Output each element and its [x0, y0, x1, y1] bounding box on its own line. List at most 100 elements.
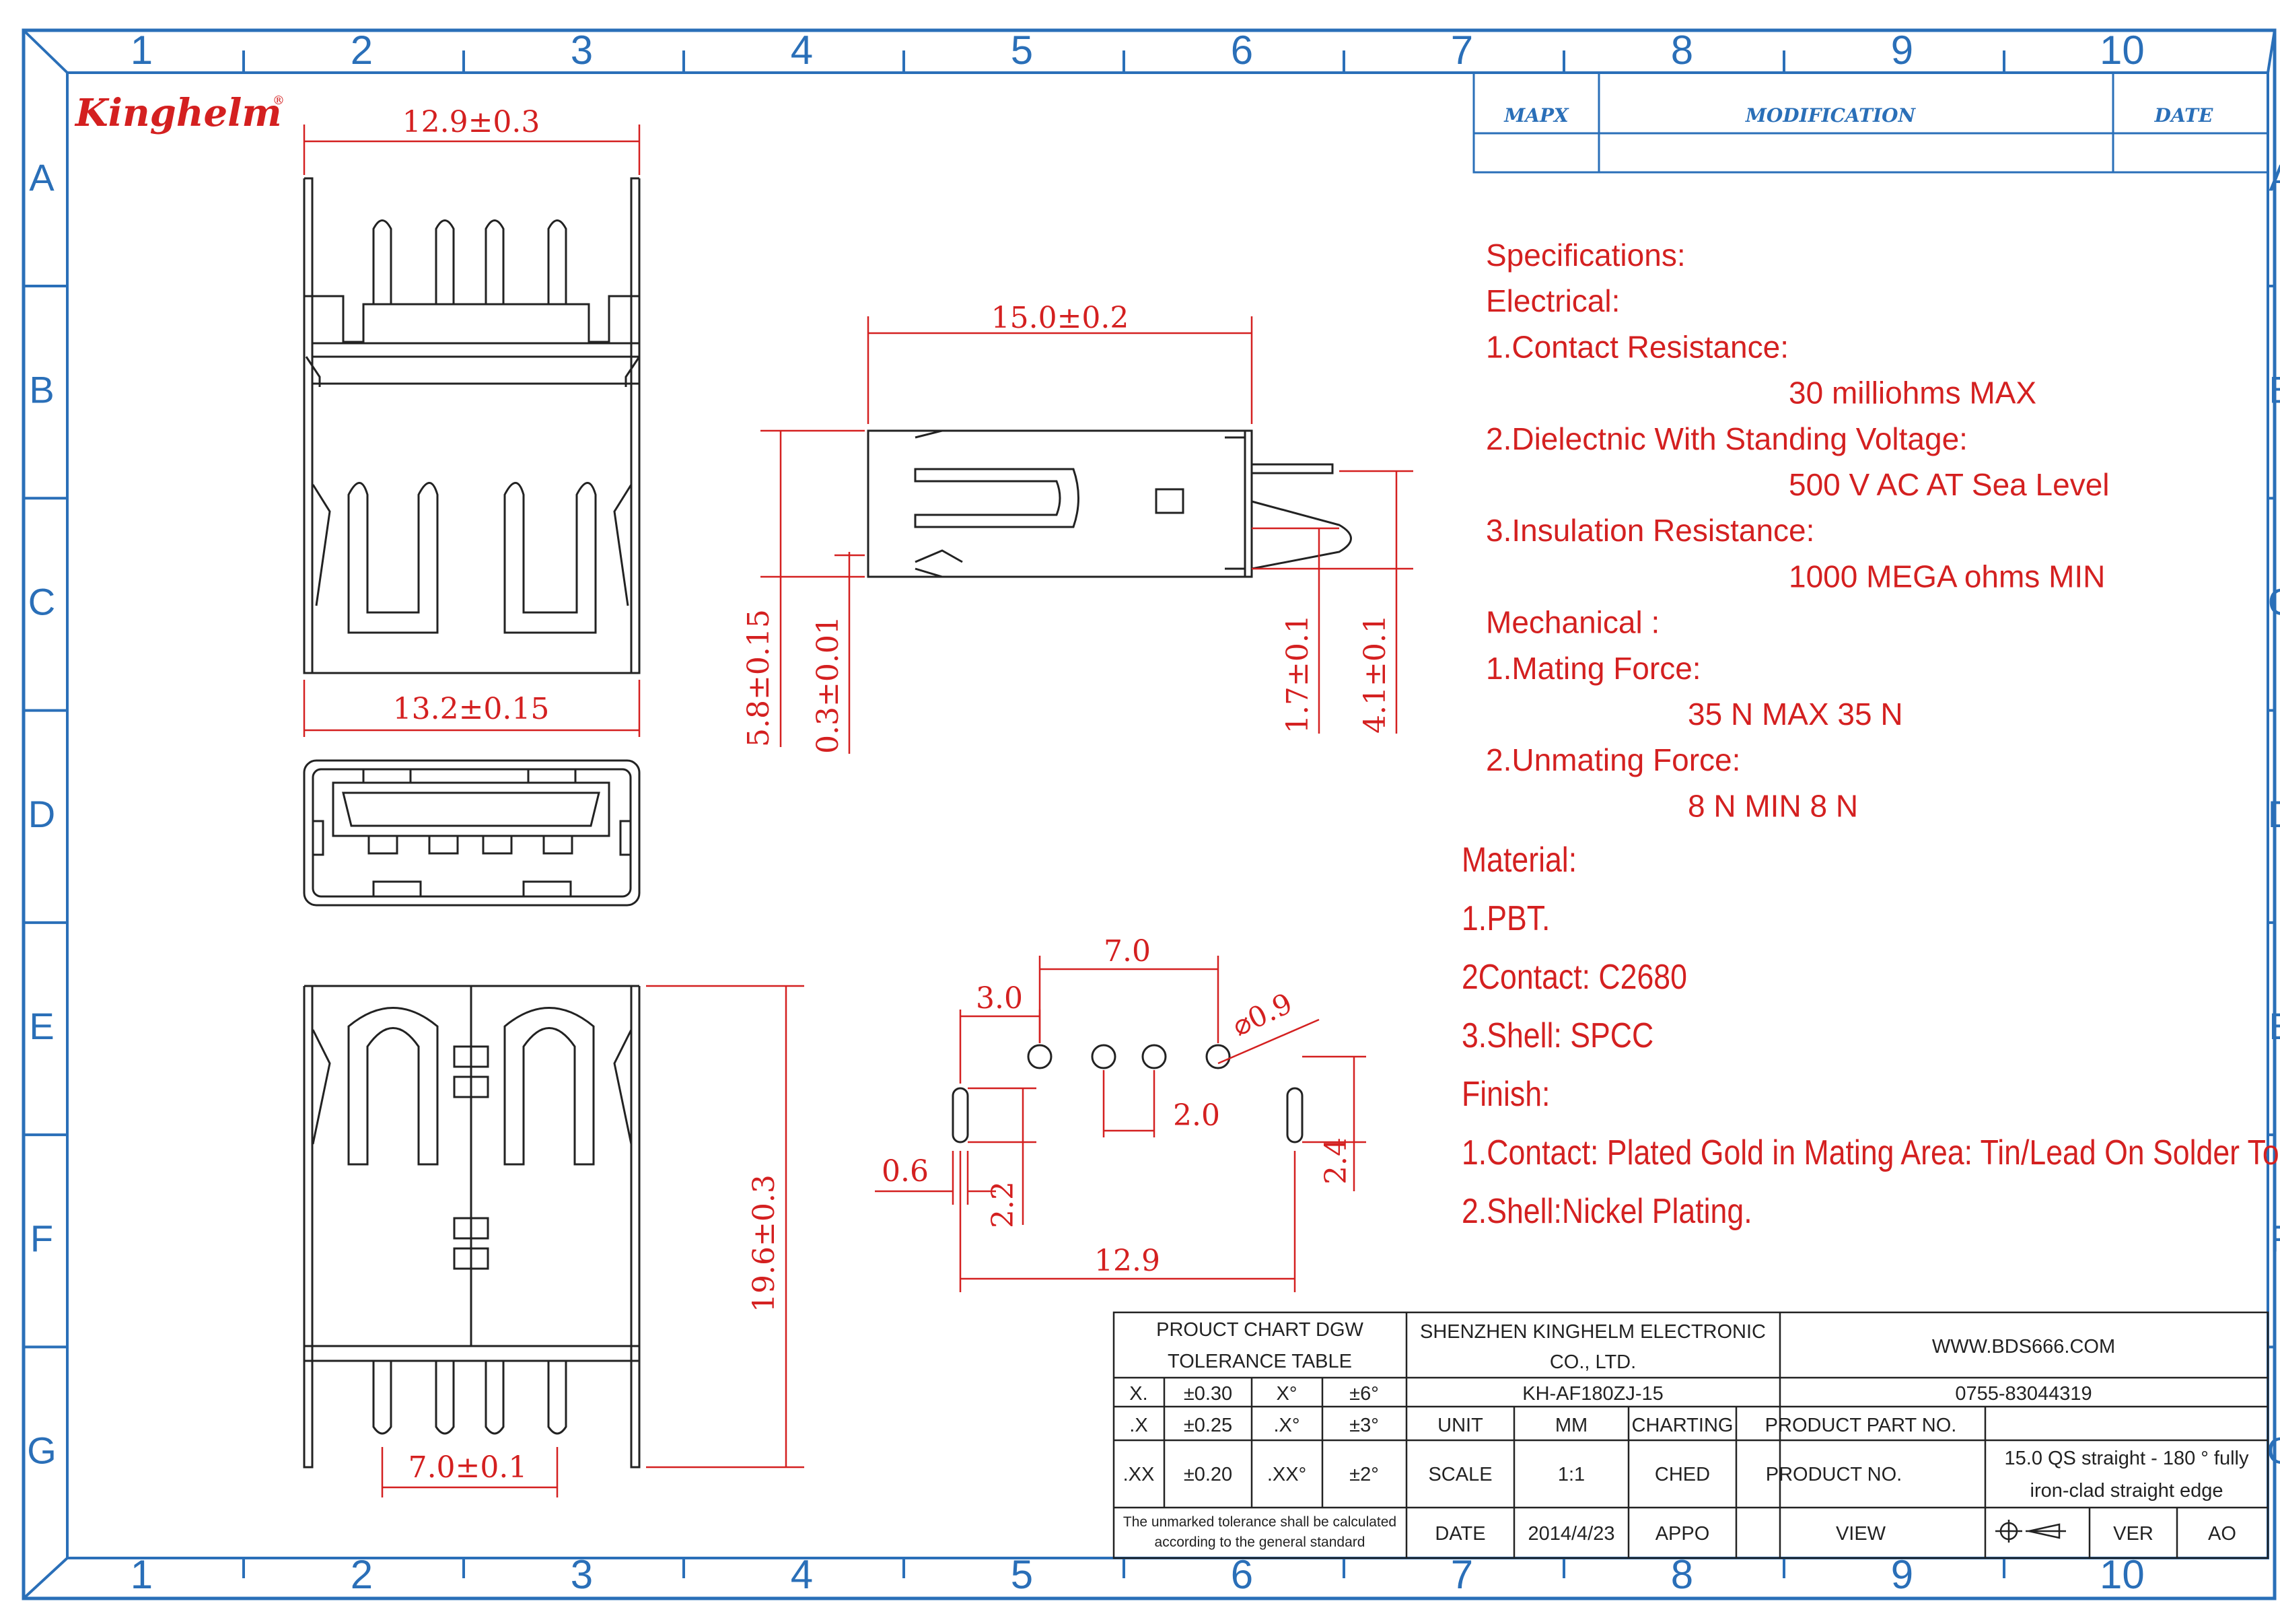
tb-company-line2: CO., LTD. — [1550, 1351, 1636, 1373]
sheet-border — [22, 28, 2277, 1600]
border-col-top-7: 7 — [1451, 28, 1473, 73]
spec-line: Electrical: — [1486, 283, 1620, 318]
dim-fp-70: 7.0 — [1104, 934, 1151, 968]
spec-line: Specifications: — [1486, 238, 1686, 273]
tb-appo: APPO — [1655, 1523, 1710, 1545]
tb-website: WWW.BDS666.COM — [1932, 1336, 2115, 1357]
tb-ver-label: VER — [2113, 1523, 2153, 1545]
border-row-left-D: D — [28, 793, 55, 835]
spec-line: 1000 MEGA ohms MIN — [1789, 559, 2105, 594]
tb-tol-dxxdeg-val: ±2° — [1349, 1464, 1379, 1485]
bottom-view-drawing — [303, 985, 641, 1469]
border-col-bottom-8: 8 — [1671, 1552, 1693, 1597]
border-row-right-C: C — [2268, 581, 2280, 623]
specifications-block: Specifications: Electrical: 1.Contact Resi… — [1486, 238, 2110, 823]
registered-mark: ® — [273, 94, 285, 108]
dim-fp-20: 2.0 — [1173, 1098, 1220, 1133]
kinghelm-logo: Kinghelm — [74, 91, 282, 135]
border-col-bottom-2: 2 — [351, 1552, 373, 1597]
tb-unit-value: MM — [1555, 1415, 1588, 1436]
spec-line: 2.Dielectnic With Standing Voltage: — [1486, 421, 1968, 456]
title-block: PROUCT CHART DGW TOLERANCE TABLE X. ±0.3… — [1112, 1311, 2269, 1559]
border-row-right-D: D — [2268, 793, 2280, 835]
dim-pin-41: 4.1±0.1 — [1358, 614, 1392, 734]
dim-fp-22: 2.2 — [986, 1181, 1020, 1228]
border-row-right-F: F — [2270, 1217, 2280, 1259]
dim-fp-129: 12.9 — [1094, 1244, 1160, 1278]
border-col-bottom-3: 3 — [571, 1552, 593, 1597]
border-col-top-8: 8 — [1671, 28, 1693, 73]
tb-tol-x-val: ±0.30 — [1184, 1383, 1232, 1405]
border-col-bottom-10: 10 — [2100, 1552, 2145, 1597]
border-col-top-9: 9 — [1891, 28, 1913, 73]
tb-tol-dxdeg: .X° — [1274, 1415, 1300, 1436]
tb-scale-value: 1:1 — [1558, 1464, 1585, 1485]
spec-line: 2.Unmating Force: — [1486, 742, 1740, 777]
border-row-left-G: G — [27, 1429, 57, 1472]
spec-line: 1.Contact Resistance: — [1486, 329, 1789, 364]
spec-line: 3.Insulation Resistance: — [1486, 513, 1814, 548]
border-row-left-F: F — [30, 1217, 53, 1259]
material-line: 3.Shell: SPCC — [1462, 1016, 1653, 1055]
revision-table: MAPX MODIFICATION DATE — [1472, 71, 2269, 174]
border-row-right-G: G — [2267, 1429, 2280, 1472]
tb-tolerance-table: TOLERANCE TABLE — [1168, 1351, 1352, 1372]
pcb-footprint-drawing — [952, 1044, 1304, 1143]
border-col-top-5: 5 — [1011, 28, 1033, 73]
tb-phone: 0755-83044319 — [1955, 1383, 2092, 1405]
border-col-bottom-9: 9 — [1891, 1552, 1913, 1597]
side-view-dimension-lines — [760, 316, 1413, 754]
bottom-view-dimension-lines — [381, 985, 804, 1497]
border-col-bottom-5: 5 — [1011, 1552, 1033, 1597]
border-row-left-B: B — [29, 368, 54, 411]
tb-tol-dx-val: ±0.25 — [1184, 1415, 1232, 1436]
tb-tol-xdeg: X° — [1277, 1383, 1297, 1405]
rev-header-mapx: MAPX — [1503, 104, 1569, 127]
border-col-top-4: 4 — [791, 28, 813, 73]
border-col-top-2: 2 — [351, 28, 373, 73]
dim-pin-17: 1.7±0.1 — [1281, 614, 1315, 734]
rev-header-date: DATE — [2154, 104, 2213, 127]
border-col-bottom-6: 6 — [1231, 1552, 1253, 1597]
dim-bottom-pitch: 7.0±0.1 — [408, 1450, 528, 1485]
tb-tol-dxx: .XX — [1123, 1464, 1155, 1485]
third-angle-projection-icon — [1995, 1520, 2066, 1543]
tb-part-no-label: PRODUCT PART NO. — [1765, 1415, 1957, 1436]
tb-company-line1: SHENZHEN KINGHELM ELECTRONIC — [1420, 1321, 1766, 1343]
border-col-top-1: 1 — [131, 28, 153, 73]
tb-view-label: VIEW — [1836, 1523, 1886, 1545]
tb-product-desc-line1: 15.0 QS straight - 180 ° fully — [2005, 1448, 2249, 1469]
spec-line: Mechanical : — [1486, 605, 1660, 640]
dim-side-length: 15.0±0.2 — [991, 301, 1129, 335]
material-line: 2.Shell:Nickel Plating. — [1462, 1192, 1752, 1231]
tb-note-line1: The unmarked tolerance shall be calculat… — [1123, 1514, 1396, 1530]
border-col-top-6: 6 — [1231, 28, 1253, 73]
tb-product-chart: PROUCT CHART DGW — [1156, 1319, 1363, 1341]
tb-date-label: DATE — [1435, 1523, 1485, 1545]
footprint-dimension-lines — [875, 956, 1366, 1292]
border-col-bottom-7: 7 — [1451, 1552, 1473, 1597]
spec-line: 8 N MIN 8 N — [1688, 788, 1858, 823]
rev-header-modification: MODIFICATION — [1745, 104, 1917, 127]
tb-scale-label: SCALE — [1428, 1464, 1492, 1485]
dim-fp-30: 3.0 — [976, 981, 1023, 1016]
tb-tol-xdeg-val: ±6° — [1349, 1383, 1379, 1405]
tb-tol-dx: .X — [1129, 1415, 1147, 1436]
tb-tol-dxxdeg: .XX° — [1267, 1464, 1306, 1485]
border-row-right-B: B — [2269, 368, 2280, 411]
border-row-right-E: E — [2269, 1005, 2280, 1047]
tb-tol-x: X. — [1129, 1383, 1147, 1405]
border-row-left-E: E — [29, 1005, 54, 1047]
border-col-top-3: 3 — [571, 28, 593, 73]
border-col-bottom-1: 1 — [131, 1552, 153, 1597]
tb-ver-value: AO — [2208, 1523, 2236, 1545]
spec-line: 30 milliohms MAX — [1789, 376, 2036, 411]
tb-model: KH-AF180ZJ-15 — [1522, 1383, 1664, 1405]
tb-unit-label: UNIT — [1437, 1415, 1483, 1436]
tb-product-desc-line2: iron-clad straight edge — [2030, 1480, 2223, 1502]
material-line: 1.PBT. — [1462, 899, 1550, 938]
tb-date-value: 2014/4/23 — [1528, 1523, 1614, 1545]
top-view-drawing — [303, 177, 641, 674]
